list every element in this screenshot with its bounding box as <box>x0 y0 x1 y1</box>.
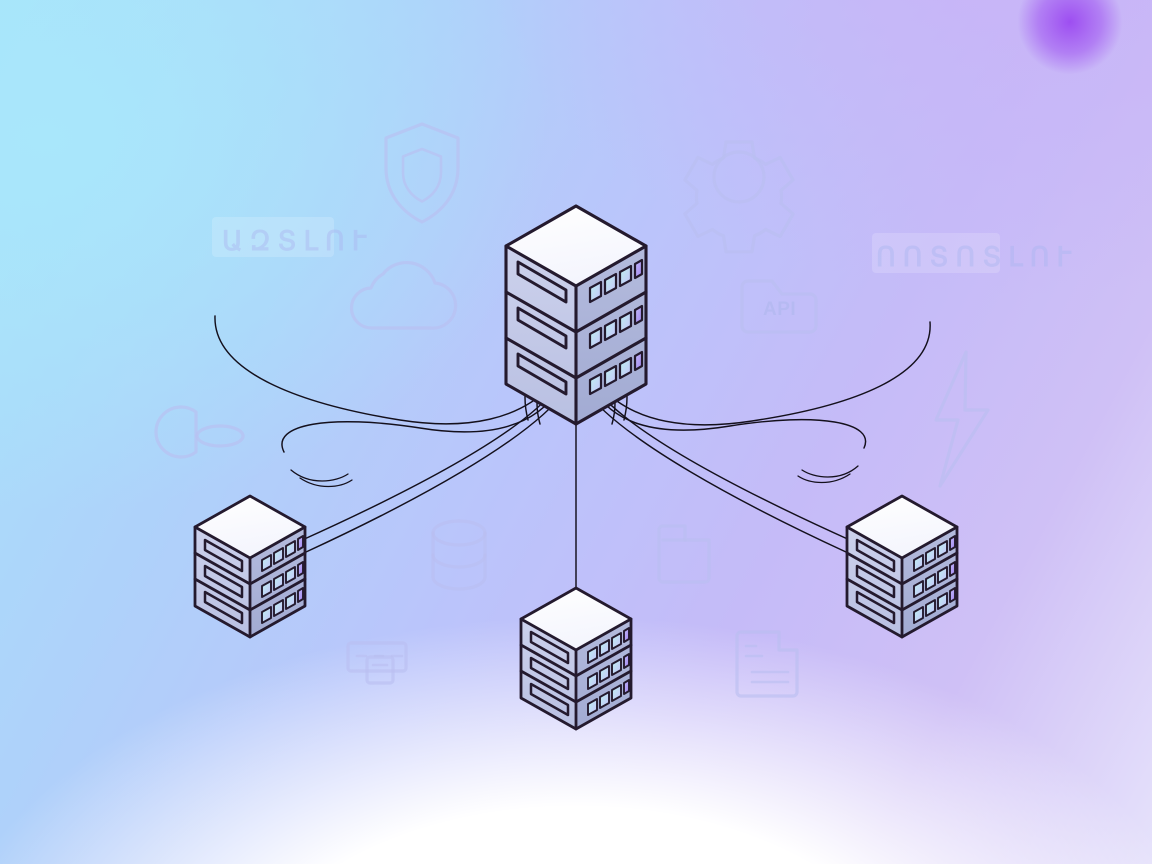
bottom-node-slots <box>529 630 570 717</box>
database-icon <box>431 519 487 591</box>
lightning-bolt-icon <box>934 350 990 488</box>
cloud-icon <box>349 260 458 330</box>
left-node-slots <box>203 538 244 625</box>
right-node-slots <box>855 538 896 625</box>
server-node-bottom[interactable] <box>519 586 633 731</box>
hub-led-row-3 <box>588 350 644 396</box>
gear-icon <box>683 140 795 254</box>
ghost-icon-layer: API <box>154 122 1078 698</box>
left-node-led-row-3 <box>261 587 304 624</box>
server-node-left[interactable] <box>193 494 307 639</box>
right-node-led-row-1 <box>913 535 956 572</box>
faded-label-left-text: ԱԶՏԼՈՒ <box>222 226 373 256</box>
faded-label-right: ՈՈՏՈՏԼՈՒ <box>872 233 1078 273</box>
hub-left-slots <box>516 260 568 396</box>
left-node-led-row-2 <box>261 561 304 598</box>
central-server-hub[interactable] <box>504 204 648 426</box>
api-folder-label: API <box>763 299 796 320</box>
faded-label-left: ԱԶՏԼՈՒ <box>212 217 373 257</box>
right-node-led-row-3 <box>913 587 956 624</box>
right-node-led-row-2 <box>913 561 956 598</box>
window-rack-icon <box>346 641 408 685</box>
pie-chart-icon <box>154 405 245 459</box>
folder-icon <box>657 524 711 584</box>
server-node-right[interactable] <box>845 494 959 639</box>
bottom-node-led-row-1 <box>587 627 630 664</box>
left-node-led-row-1 <box>261 535 304 572</box>
api-folder-icon: API <box>740 279 818 334</box>
faded-label-right-text: ՈՈՏՈՏԼՈՒ <box>876 242 1078 272</box>
hub-led-row-2 <box>588 304 644 350</box>
document-icon <box>735 630 799 698</box>
shield-icon <box>384 122 460 224</box>
bottom-node-led-row-3 <box>587 679 630 716</box>
hub-led-row-1 <box>588 258 644 304</box>
bottom-node-led-row-2 <box>587 653 630 690</box>
